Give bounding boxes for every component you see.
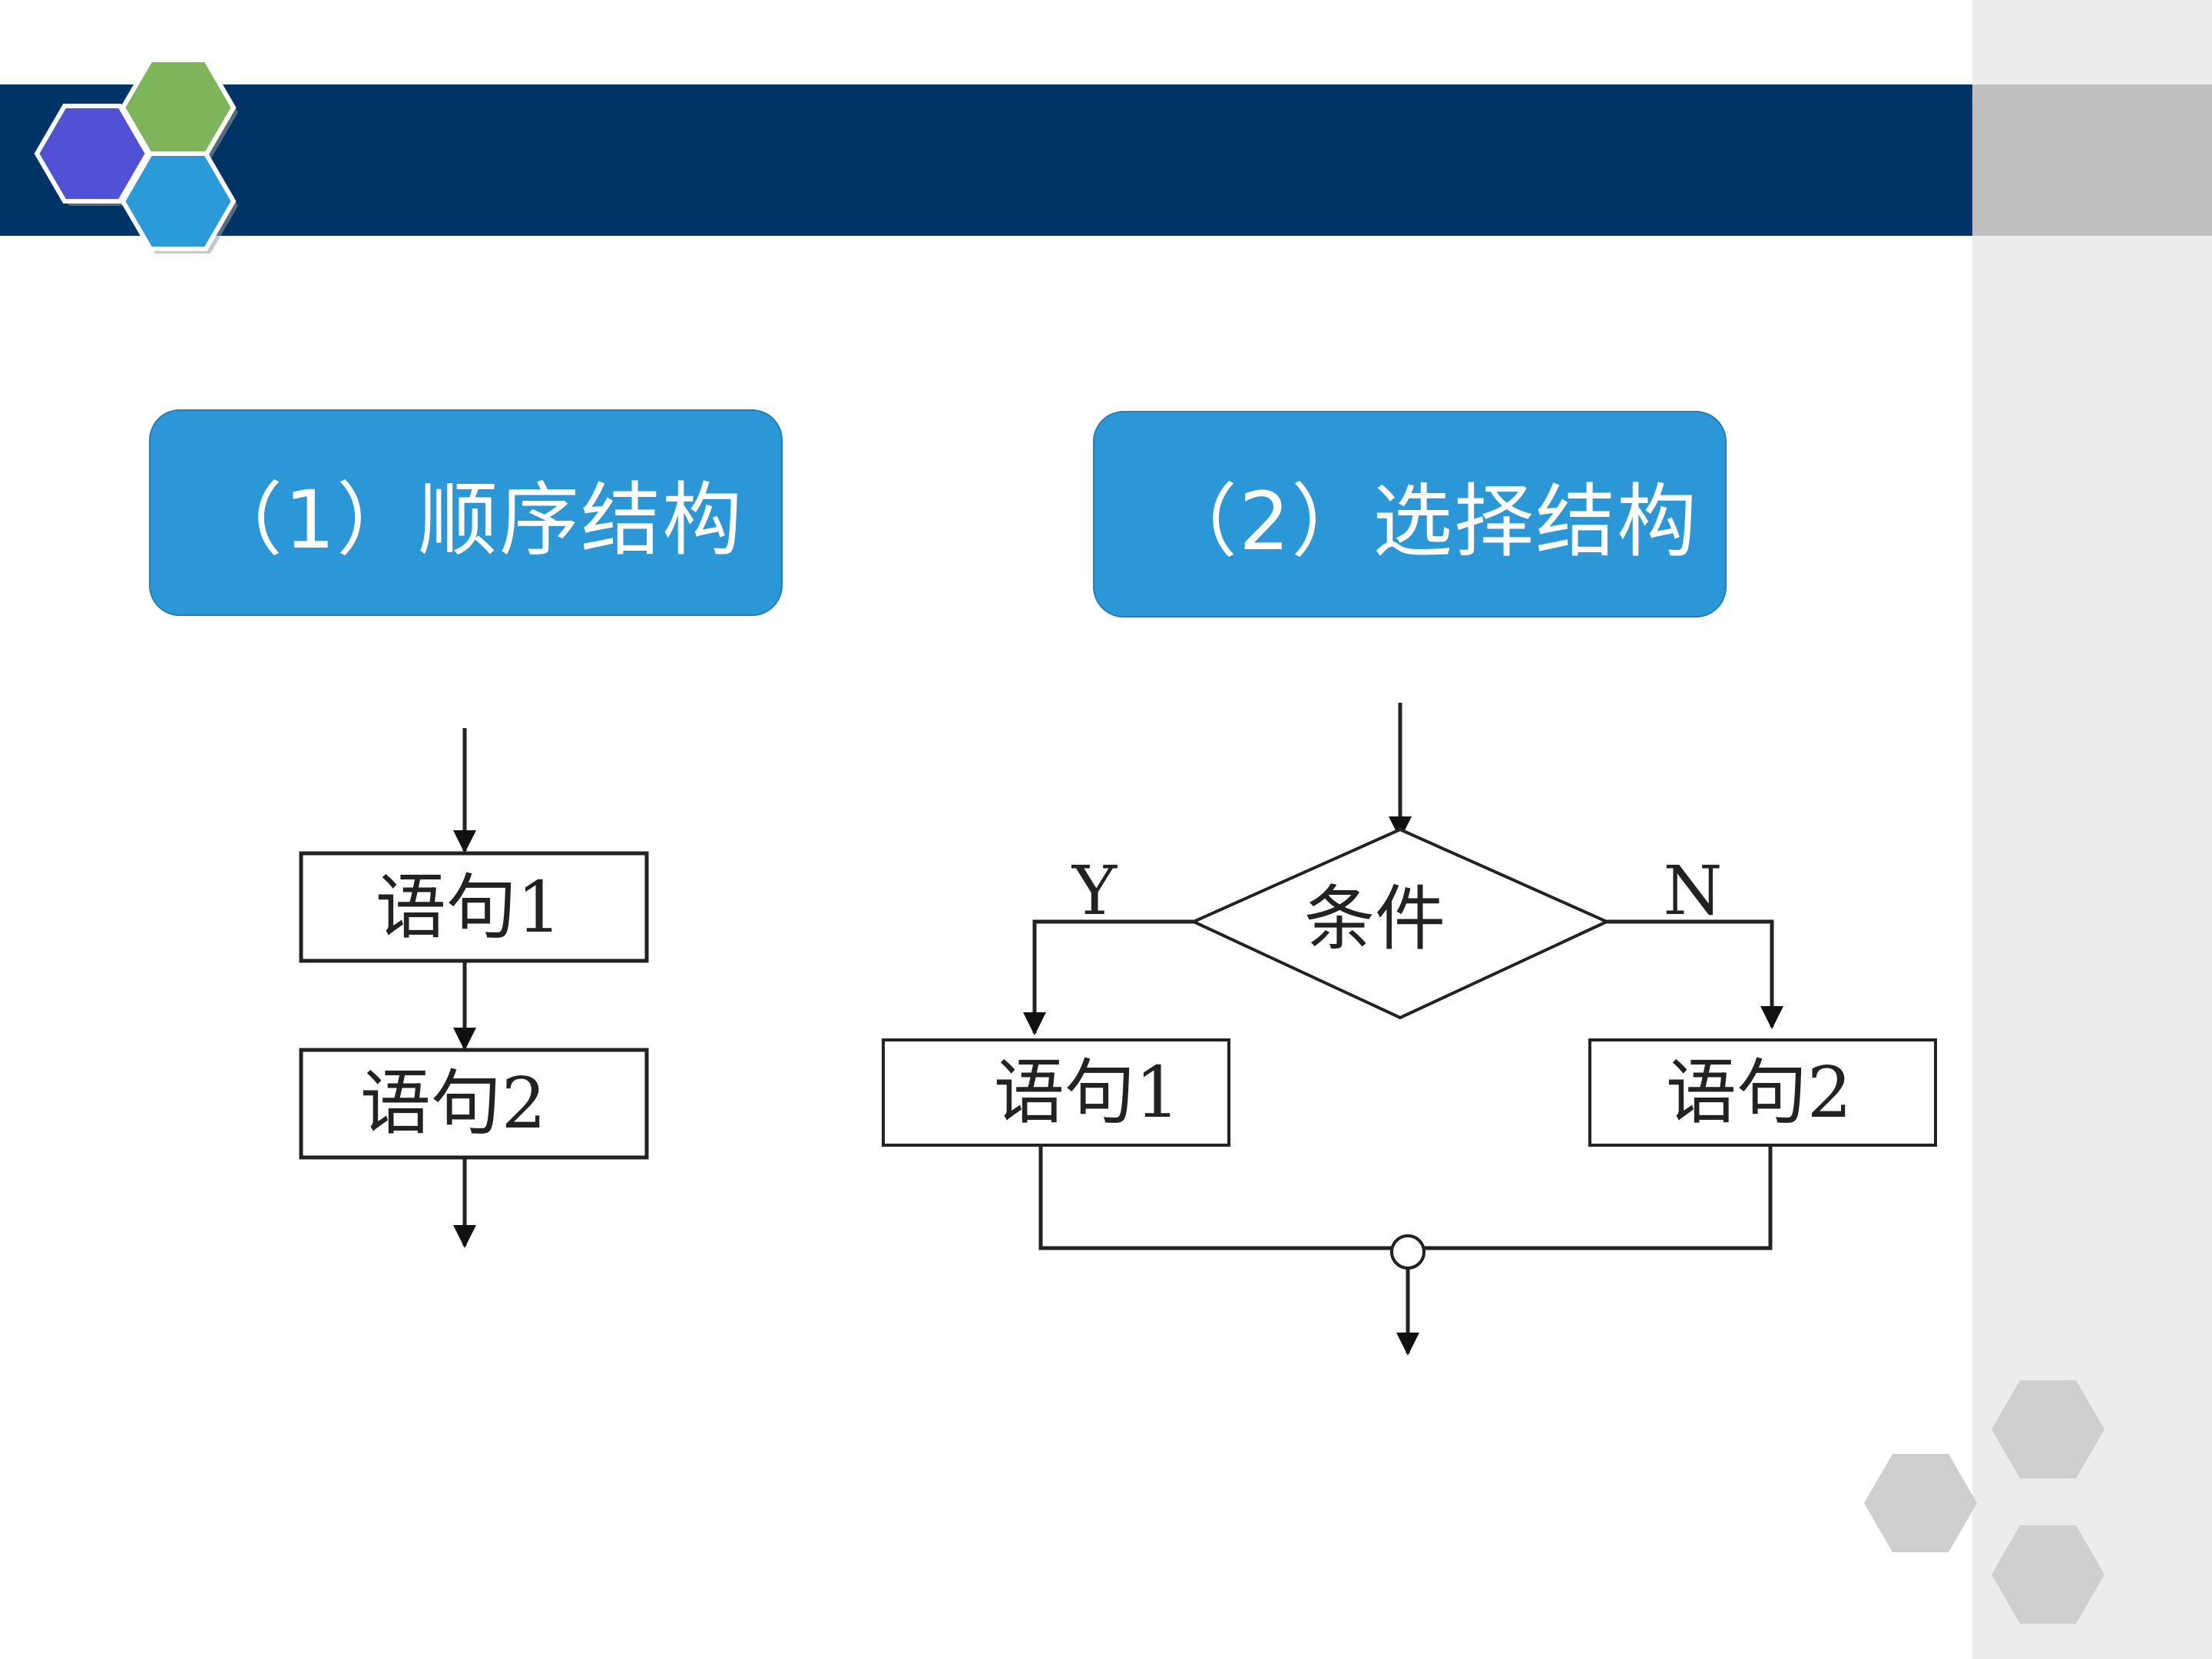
seq-statement1-box — [299, 851, 649, 963]
sel-join-left — [1038, 1145, 1394, 1250]
sequential-flowchart — [299, 728, 649, 1248]
hexagon-decoration — [1864, 1380, 2104, 1624]
sel-statement1-box — [882, 1038, 1230, 1147]
sel-yes-branch — [1023, 919, 1194, 1035]
side-panel — [1972, 0, 2212, 1659]
selection-flowchart — [882, 703, 1937, 1356]
sel-join-node — [1390, 1234, 1426, 1270]
section-selection-structure: （2）选择结构 — [1093, 411, 1727, 618]
sel-statement2-text: 语句2 — [1666, 1051, 1853, 1134]
sel-no-label: N — [1664, 851, 1723, 930]
title-bar — [0, 84, 1972, 236]
seq-statement2-text: 语句2 — [360, 1062, 547, 1144]
seq-statement1-text: 语句1 — [376, 866, 562, 949]
hexagon-logo — [34, 58, 238, 253]
sel-no-branch — [1607, 919, 1783, 1029]
section-selection-label: （2）选择结构 — [1157, 475, 1699, 568]
title-bar-side — [1972, 84, 2212, 236]
sel-join-right — [1422, 1145, 1773, 1250]
section-sequential-label: （1）顺序结构 — [203, 473, 744, 567]
section-sequential-structure: （1）顺序结构 — [149, 409, 783, 616]
sel-statement2-box — [1588, 1038, 1937, 1147]
sel-condition-text: 条件 — [1304, 878, 1445, 960]
sel-yes-label: Y — [1071, 851, 1118, 930]
sel-condition-diamond — [1190, 827, 1611, 1020]
seq-statement2-box — [299, 1048, 649, 1160]
hexagon-blue — [120, 151, 237, 251]
sel-statement1-text: 语句1 — [994, 1051, 1181, 1134]
